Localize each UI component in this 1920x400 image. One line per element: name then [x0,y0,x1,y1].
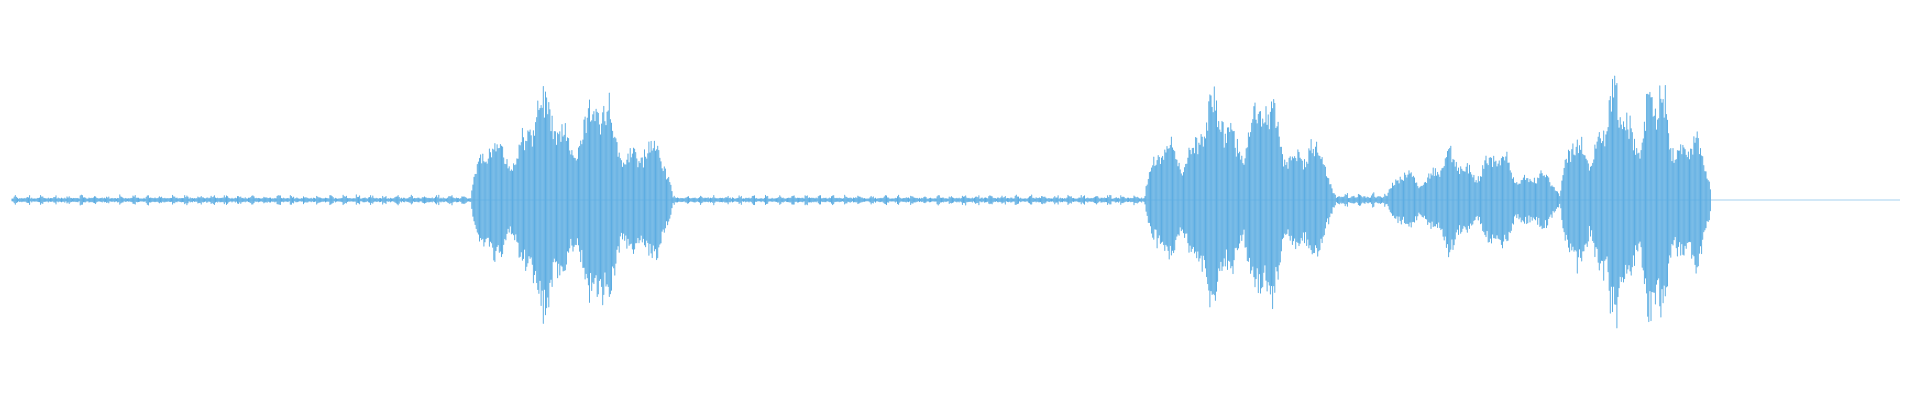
waveform-bars [11,75,1900,329]
